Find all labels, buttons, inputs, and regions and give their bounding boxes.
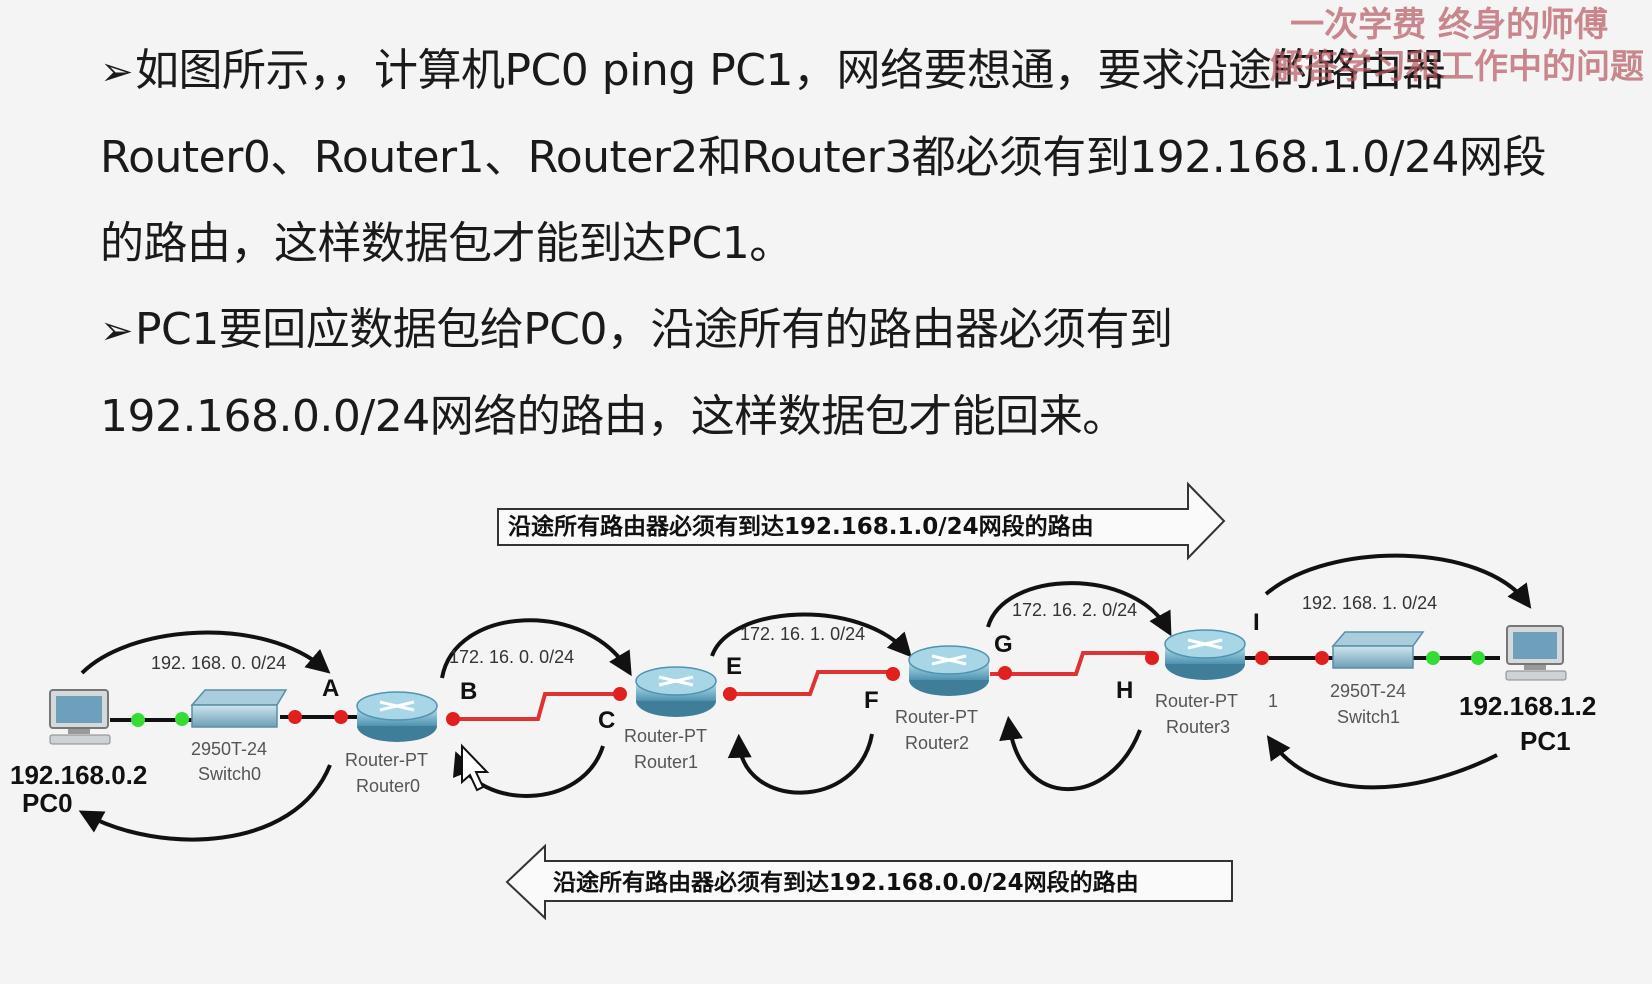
pc1-ip: 192.168.1.2: [1459, 691, 1596, 721]
arrow-router0-to-pc0: [78, 764, 332, 842]
subnet-label-3: 172. 16. 2. 0/24: [1012, 600, 1137, 620]
subnet-label-2: 172. 16. 1. 0/24: [740, 624, 865, 644]
pc1-name: PC1: [1520, 726, 1571, 756]
mouse-cursor-icon: [461, 743, 490, 792]
point-letters: A B C E F G H I: [322, 609, 1260, 734]
arrow-router3-to-router2: [999, 715, 1142, 791]
bottom-banner-text: 沿途所有路由器必须有到达192.168.0.0/24网段的路由: [553, 869, 1139, 896]
router1-model: Router-PT: [624, 726, 707, 746]
device-labels: 192.168.0.2 PC0 192.168.1.2 PC1 2950T-24…: [10, 681, 1596, 818]
router3-icon[interactable]: [1164, 629, 1246, 680]
router2-name: Router2: [905, 733, 969, 753]
router0-name: Router0: [356, 776, 420, 796]
arrow-router2-to-router3: [986, 581, 1172, 637]
router2-icon[interactable]: [908, 645, 990, 696]
watermark: 一次学费 终身的师傅 解答学习和工作中的问题: [1270, 4, 1644, 88]
arrow-router1-to-router2: [710, 612, 912, 658]
bullet-arrow: ➢: [100, 49, 134, 95]
router1-icon[interactable]: [635, 666, 717, 717]
explanation-text: ➢如图所示，，计算机PC0 ping PC1，网络要想通，要求沿途的路由器 Ro…: [100, 28, 1580, 460]
subnet-label-0: 192. 168. 0. 0/24: [151, 653, 286, 673]
point-e: E: [726, 653, 742, 680]
point-b: B: [460, 678, 477, 705]
link-router1-router2: [723, 670, 898, 696]
router3-name: Router3: [1166, 717, 1230, 737]
router1-name: Router1: [634, 752, 698, 772]
router0-model: Router-PT: [345, 750, 428, 770]
text-line-4: ➢PC1要回应数据包给PC0，沿途所有的路由器必须有到: [100, 304, 1173, 355]
watermark-line2: 解答学习和工作中的问题: [1270, 47, 1644, 87]
top-banner-arrow: 沿途所有路由器必须有到达192.168.1.0/24网段的路由: [497, 481, 1226, 561]
switch1-icon[interactable]: [1331, 631, 1425, 669]
text-line-2: Router0、Router1、Router2和Router3都必须有到192.…: [100, 132, 1546, 183]
point-a: A: [322, 675, 339, 702]
arrow-router2-to-router1: [727, 733, 874, 795]
point-h: H: [1116, 677, 1133, 704]
arrow-pc1-to-router3: [1266, 735, 1498, 790]
arrow-router0-to-router1: [440, 618, 632, 679]
top-banner-text: 沿途所有路由器必须有到达192.168.1.0/24网段的路由: [508, 513, 1094, 540]
switch1-name: Switch1: [1337, 707, 1400, 727]
switch0-name: Switch0: [198, 764, 261, 784]
point-g: G: [994, 631, 1013, 658]
link-router0-router1: [452, 692, 615, 721]
subnet-label-1: 172. 16. 0. 0/24: [449, 647, 574, 667]
pc1-icon[interactable]: [1505, 625, 1567, 681]
point-c: C: [598, 707, 615, 734]
pc0-name: PC0: [22, 788, 73, 818]
router3-port-note: 1: [1268, 691, 1278, 711]
router3-model: Router-PT: [1155, 691, 1238, 711]
text-line-5: 192.168.0.0/24网络的路由，这样数据包才能回来。: [100, 391, 1126, 442]
pc0-icon[interactable]: [49, 689, 111, 745]
pc0-ip: 192.168.0.2: [10, 760, 147, 790]
switch0-icon[interactable]: [190, 689, 288, 728]
switch1-model: 2950T-24: [1330, 681, 1406, 701]
router0-icon[interactable]: [356, 691, 438, 742]
point-i: I: [1253, 609, 1260, 636]
watermark-line1: 一次学费 终身的师傅: [1290, 5, 1608, 45]
link-router2-router3: [990, 651, 1152, 676]
text-line-1: ➢如图所示，，计算机PC0 ping PC1，网络要想通，要求沿途的路由器: [100, 45, 1446, 96]
router2-model: Router-PT: [895, 707, 978, 727]
arrow-pc0-to-router0: [80, 630, 331, 675]
port-dots: [131, 651, 1485, 727]
arrow-router3-to-pc1: [1264, 553, 1532, 609]
bottom-banner-arrow: 沿途所有路由器必须有到达192.168.0.0/24网段的路由: [505, 843, 1233, 921]
subnet-label-4: 192. 168. 1. 0/24: [1302, 593, 1437, 613]
point-f: F: [864, 687, 879, 714]
switch0-model: 2950T-24: [191, 739, 267, 759]
text-line-3: 的路由，这样数据包才能到达PC1。: [100, 218, 793, 269]
bullet-arrow: ➢: [100, 308, 134, 354]
subnet-labels: 192. 168. 0. 0/24 172. 16. 0. 0/24 172. …: [151, 593, 1437, 673]
